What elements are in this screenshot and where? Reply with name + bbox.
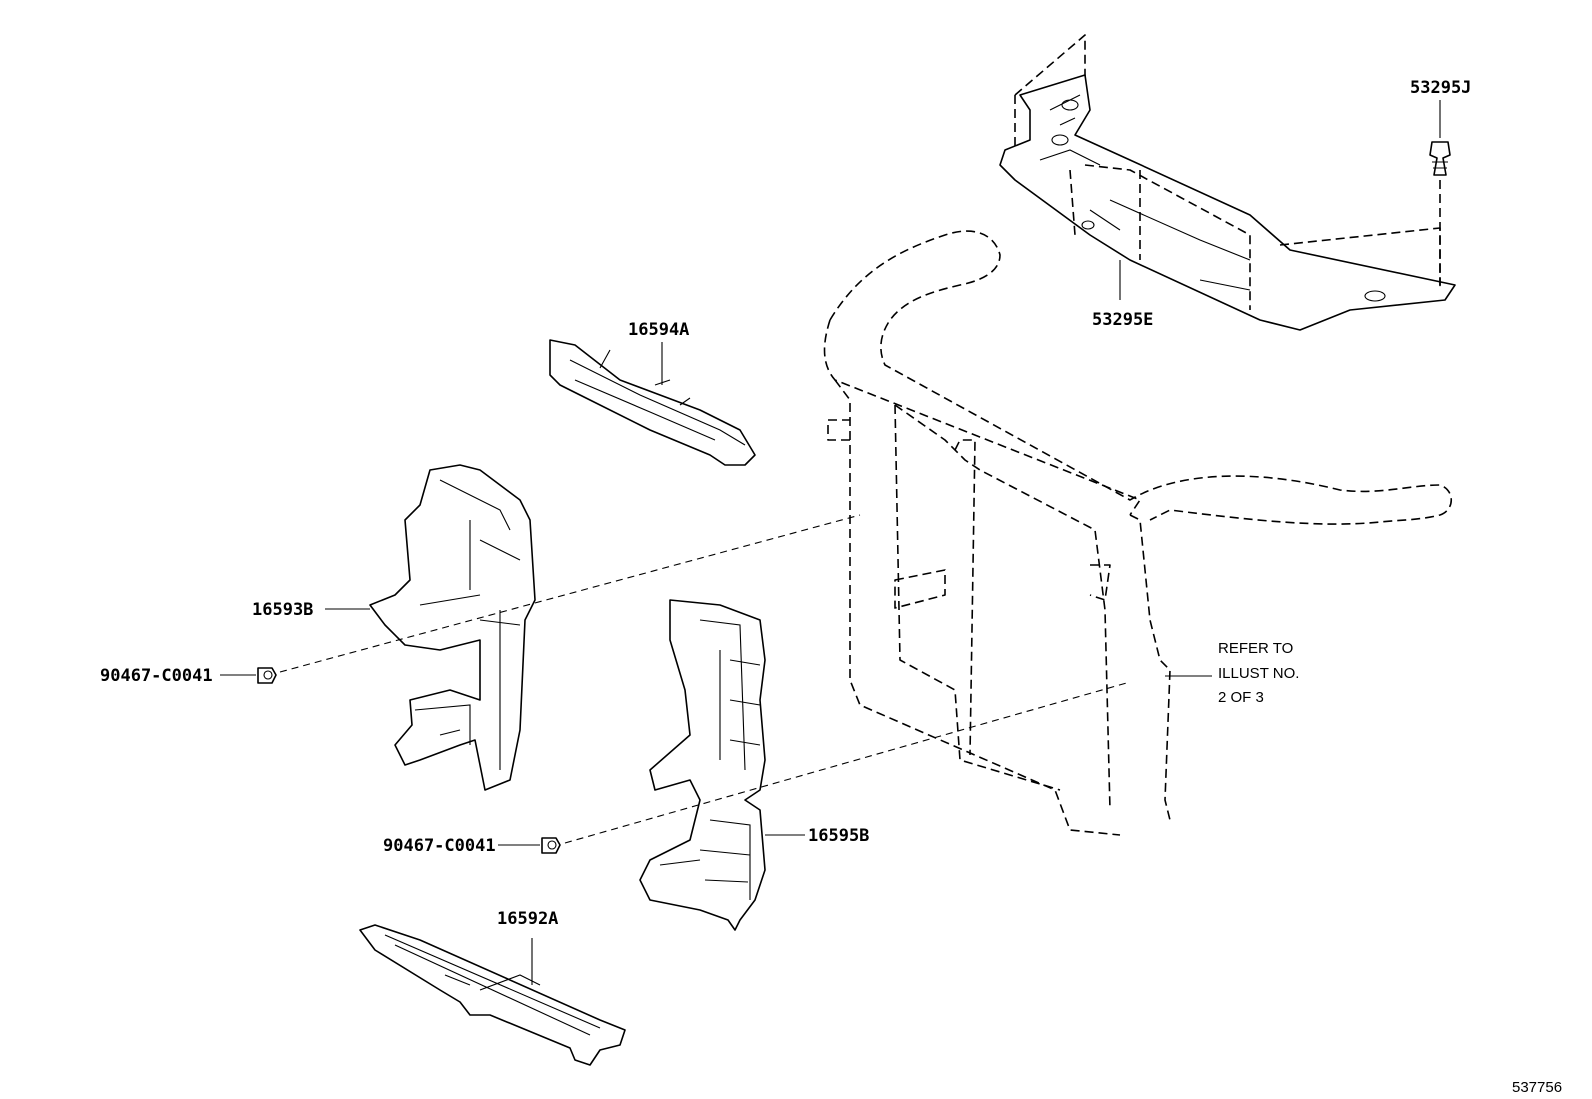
label-90467-C0041-upper: 90467-C0041: [100, 666, 213, 686]
refer-note-line-1: REFER TO: [1218, 640, 1293, 657]
label-16595B: 16595B: [808, 826, 869, 846]
refer-note-line-2: ILLUST NO.: [1218, 665, 1299, 682]
part-16594A-drawing: [549, 339, 756, 466]
part-16595B-drawing: [639, 599, 805, 931]
radiator-support-outline: [823, 230, 1453, 836]
label-16593B: 16593B: [252, 600, 313, 620]
label-16594A: 16594A: [628, 320, 689, 340]
part-53295J-drawing: [1429, 100, 1451, 285]
clip-upper-drawing: [220, 514, 861, 684]
label-53295E: 53295E: [1092, 310, 1153, 330]
part-16593B-drawing: [325, 464, 536, 791]
part-53295E-drawing: [999, 34, 1456, 331]
label-90467-C0041-lower: 90467-C0041: [383, 836, 496, 856]
label-16592A: 16592A: [497, 909, 558, 929]
label-53295J: 53295J: [1410, 78, 1471, 98]
part-16592A-drawing: [359, 924, 626, 1066]
refer-note-line-3: 2 OF 3: [1218, 689, 1264, 706]
clip-lower-drawing: [498, 681, 1131, 854]
diagram-reference-number: 537756: [1512, 1079, 1562, 1096]
